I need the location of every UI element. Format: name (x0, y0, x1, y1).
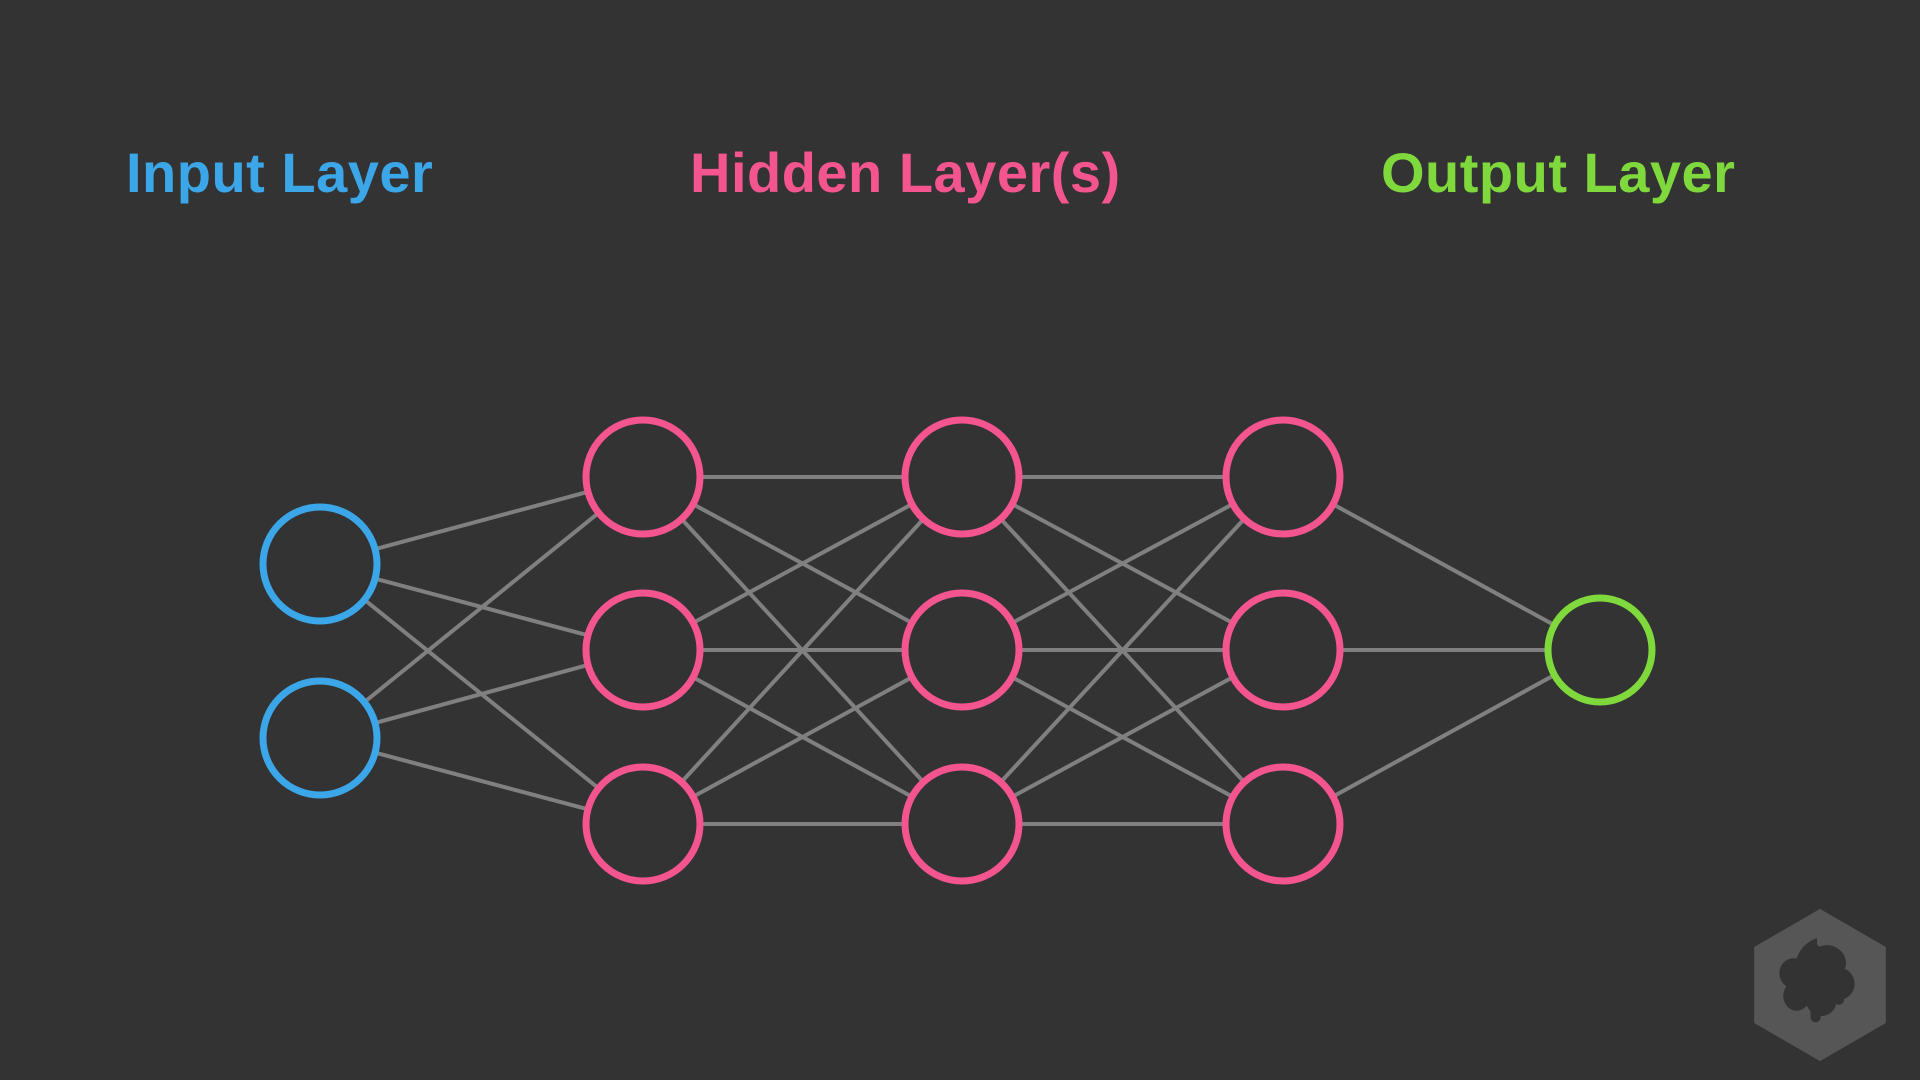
nodes-group (259, 416, 1656, 885)
edge-h2-3-to-h3-1 (998, 516, 1247, 785)
edge-h3-3-to-o1 (1330, 673, 1557, 799)
edge-h1-2-to-h2-1 (691, 502, 914, 625)
neuron-node-h1-2[interactable] (582, 589, 704, 711)
edge-h3-1-to-o1 (1331, 502, 1557, 628)
neuron-node-h2-2[interactable] (901, 589, 1023, 711)
edge-i1-to-h1-1 (373, 489, 590, 552)
edges-group (362, 475, 1557, 826)
edge-h2-3-to-h3-2 (1010, 675, 1235, 799)
edge-h1-3-to-h2-2 (691, 675, 914, 799)
neuron-node-h1-1[interactable] (582, 416, 704, 538)
neuron-node-h1-3[interactable] (582, 763, 704, 885)
edge-i2-to-h1-2 (372, 662, 591, 726)
neuron-node-h2-1[interactable] (901, 416, 1023, 538)
neuron-node-h3-2[interactable] (1222, 589, 1344, 711)
neuron-node-i1[interactable] (259, 503, 381, 625)
neuron-node-i2[interactable] (259, 677, 381, 799)
edge-h1-3-to-h2-1 (679, 516, 926, 785)
neuron-node-o1[interactable] (1544, 594, 1656, 706)
neuron-node-h3-1[interactable] (1222, 416, 1344, 538)
edge-i2-to-h1-3 (373, 750, 590, 812)
neuron-node-h2-3[interactable] (901, 763, 1023, 885)
edge-h2-2-to-h3-1 (1010, 502, 1235, 625)
edge-i2-to-h1-1 (362, 510, 601, 705)
neuron-node-h3-3[interactable] (1222, 763, 1344, 885)
